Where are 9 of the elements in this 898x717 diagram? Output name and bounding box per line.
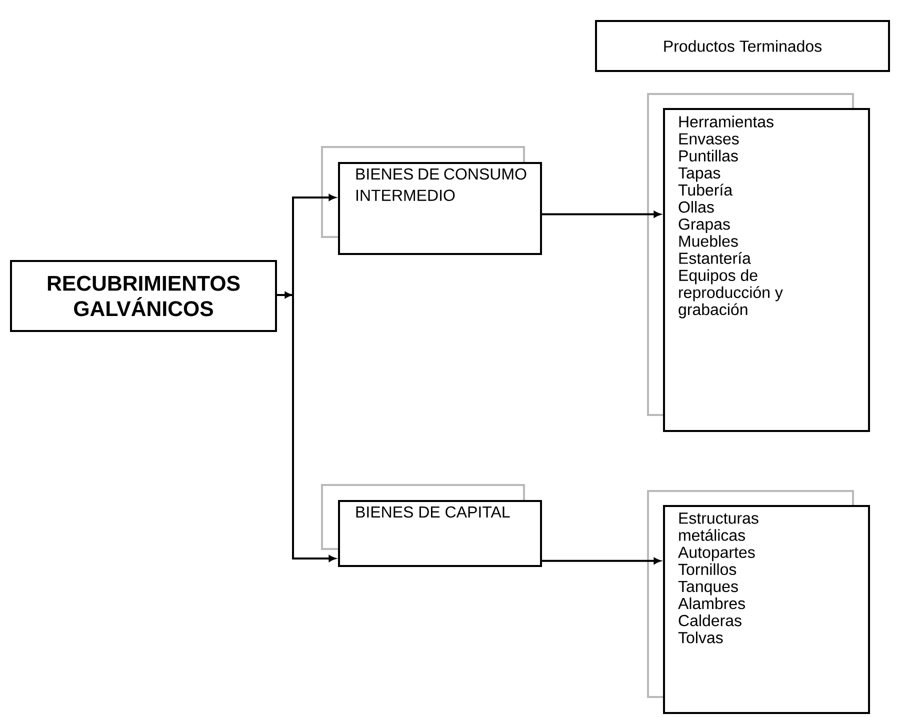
- arrow: [277, 292, 292, 298]
- category-box: BIENES DE CAPITAL: [338, 500, 542, 567]
- arrow: [542, 211, 661, 218]
- product-list-box: Estructuras metálicas Autopartes Tornillos Tanques Alambres Calderas Tolvas: [663, 505, 870, 714]
- category-box: BIENES DE CONSUMO INTERMEDIO: [338, 162, 542, 255]
- product-list-box: Herramientas Envases Puntillas Tapas Tubería Ollas Grapas Muebles Estantería Equipos de reproducción y grabación: [663, 108, 870, 432]
- header-box: Productos Terminados: [595, 20, 890, 72]
- title-box: RECUBRIMIENTOS GALVÁNICOS: [10, 260, 277, 332]
- arrow: [542, 558, 661, 564]
